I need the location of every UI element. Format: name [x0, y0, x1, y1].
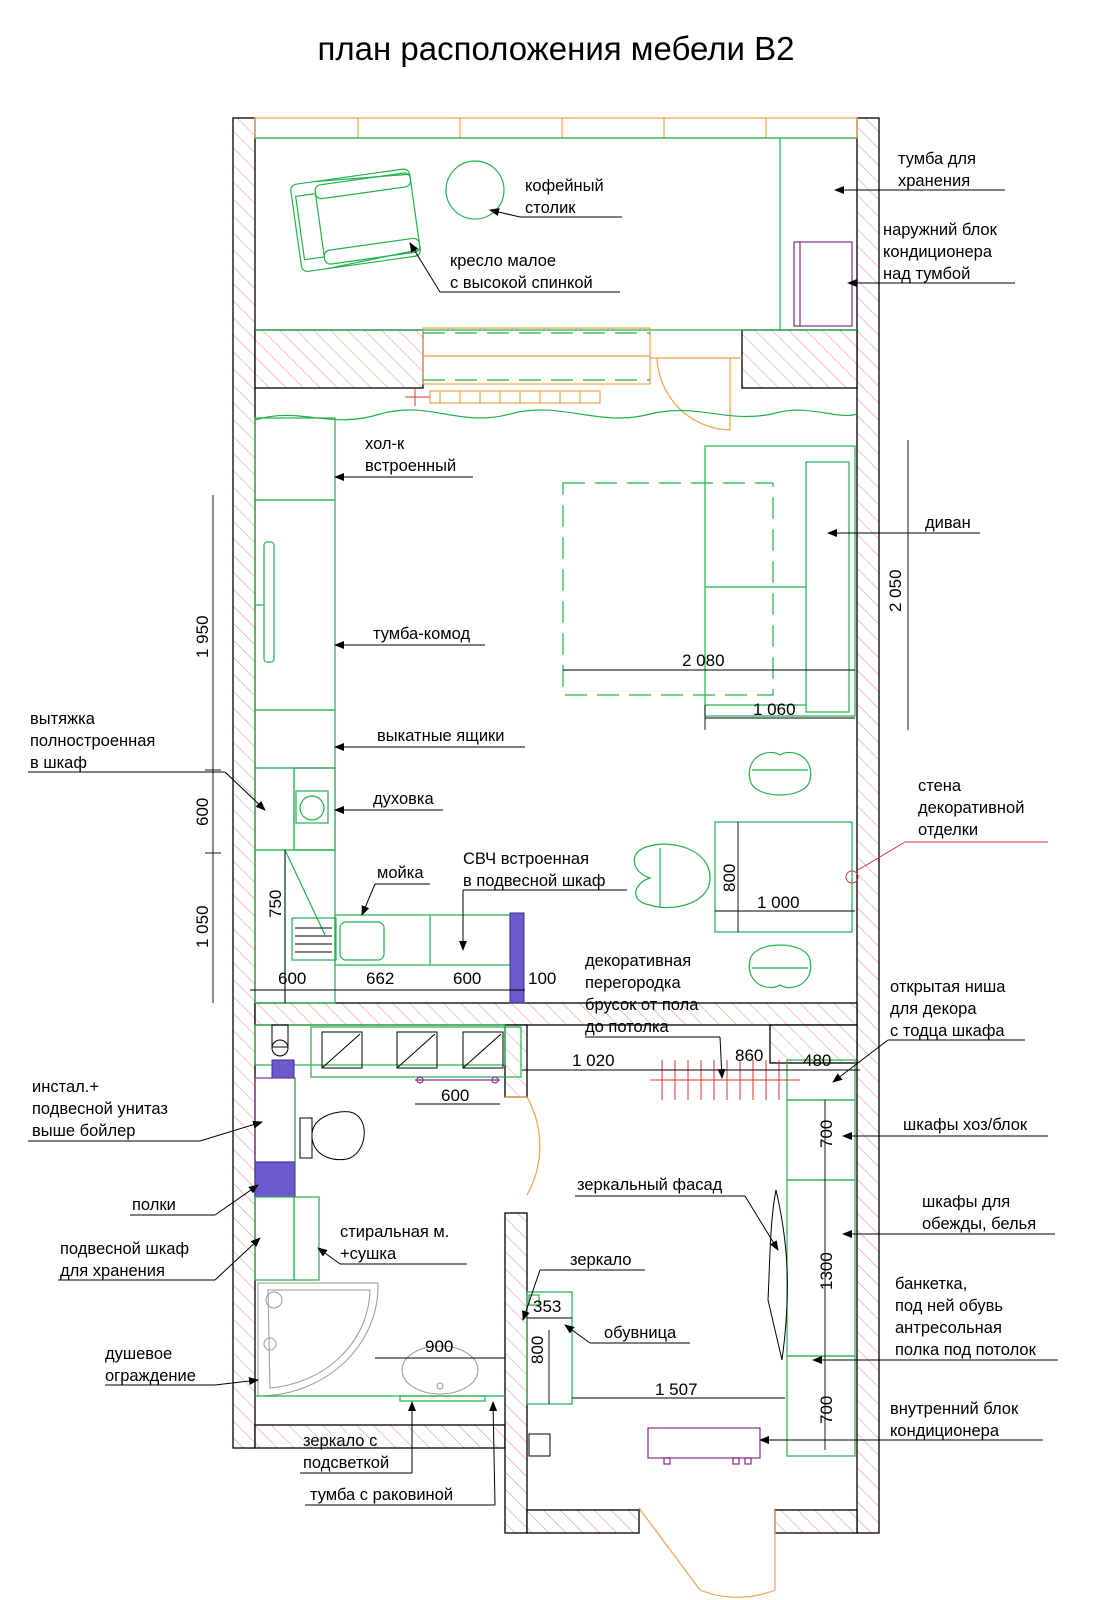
decor-wall-marker	[845, 870, 859, 884]
dim-kitchen-600a: 600	[278, 969, 306, 988]
boiler	[271, 1059, 295, 1079]
toilet-icon	[299, 1111, 365, 1161]
label-dresser: тумба-комод	[373, 625, 470, 643]
dimension-texts: 2 080 1 060 2 050 1 950 600 1 050 750 80…	[193, 569, 905, 1424]
chair-icon	[633, 843, 711, 909]
label-washer: стиральная м.+сушка	[340, 1223, 449, 1263]
label-utility-closets: шкафы хоз/блок	[903, 1116, 1028, 1134]
shower-icon	[257, 1282, 379, 1397]
dining-table	[714, 821, 853, 933]
page-title: план расположения мебели В2	[318, 30, 795, 67]
dim-480: 480	[803, 1051, 831, 1070]
dim-2050: 2 050	[886, 569, 905, 612]
chair-icon	[748, 751, 812, 796]
sofa	[704, 445, 856, 717]
label-sofa: диван	[925, 514, 971, 532]
dim-1950: 1 950	[193, 615, 212, 658]
fridge	[254, 417, 336, 501]
label-oven: духовка	[373, 790, 434, 808]
toilet-installation	[254, 1077, 296, 1163]
dresser	[254, 499, 336, 711]
chair-icon	[748, 944, 812, 989]
dim-2080: 2 080	[682, 651, 725, 670]
rug	[562, 482, 774, 696]
panel-100	[509, 912, 525, 1004]
towel-rail	[415, 1076, 500, 1084]
armchair-icon	[290, 168, 421, 272]
dim-700-bottom: 700	[817, 1396, 836, 1424]
dim-1000: 1 000	[757, 893, 800, 912]
ac-outdoor-unit	[793, 241, 853, 327]
label-mirror-facade: зеркальный фасад	[577, 1176, 723, 1194]
dim-750: 750	[266, 890, 285, 918]
radiator	[429, 390, 601, 404]
vanity-icon	[399, 1345, 486, 1402]
dim-kitchen-100: 100	[528, 969, 556, 988]
dim-800-shoe: 800	[528, 1336, 547, 1364]
living	[562, 445, 1048, 989]
label-shelves: полки	[132, 1196, 176, 1214]
leader-lines	[28, 186, 1058, 1506]
label-vanity: тумба с раковиной	[310, 1486, 453, 1504]
dim-1020: 1 020	[572, 1051, 615, 1070]
shoe-rack	[526, 1291, 573, 1405]
dim-860: 860	[735, 1046, 763, 1065]
label-mirror: зеркало	[570, 1251, 631, 1269]
dim-353: 353	[533, 1297, 561, 1316]
dim-600-vertical: 600	[193, 798, 212, 826]
dim-1050: 1 050	[193, 905, 212, 948]
washer	[293, 1196, 320, 1281]
sink	[339, 921, 385, 961]
coffee-table	[445, 160, 505, 220]
dim-kitchen-662: 662	[366, 969, 394, 988]
dim-700-top: 700	[817, 1120, 836, 1148]
drawers	[254, 709, 336, 769]
label-sink: мойка	[377, 864, 424, 882]
ac-indoor-unit	[647, 1427, 761, 1459]
dim-1507: 1 507	[655, 1380, 698, 1399]
dim-kitchen-600b: 600	[453, 969, 481, 988]
bathroom	[254, 1024, 541, 1402]
dim-1060: 1 060	[753, 700, 796, 719]
shelves-block	[254, 1161, 296, 1198]
label-drawers: выкатные ящики	[377, 727, 504, 745]
dimension-lines	[205, 440, 909, 1450]
shelf-icon	[321, 1031, 504, 1069]
dim-900: 900	[425, 1337, 453, 1356]
dim-800: 800	[720, 864, 739, 892]
curtain	[254, 409, 858, 421]
kitchen	[254, 417, 525, 1004]
partition	[650, 1060, 800, 1100]
label-shoe-rack: обувница	[604, 1324, 677, 1342]
dim-1300: 1300	[817, 1252, 836, 1290]
dim-600-bath: 600	[441, 1086, 469, 1105]
